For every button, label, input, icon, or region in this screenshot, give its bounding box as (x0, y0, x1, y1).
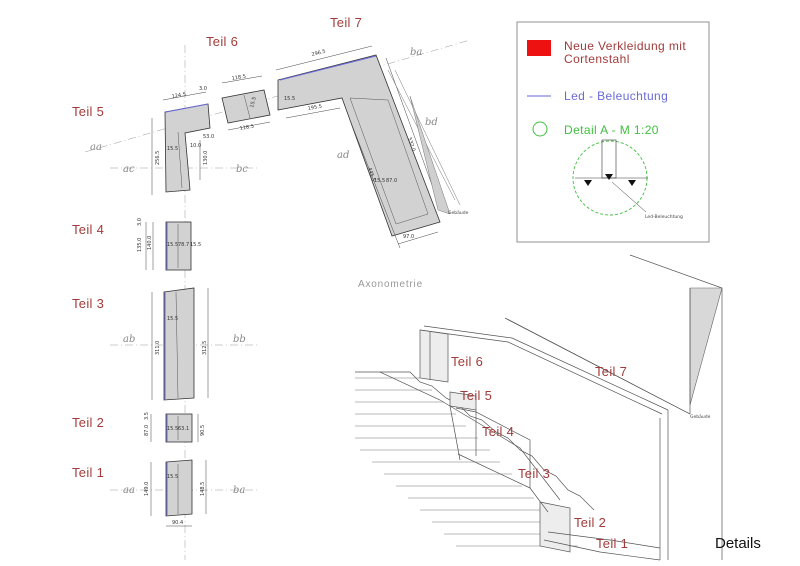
detail-label-led: Led-Beleuchtung (645, 214, 683, 220)
axo-label-teil4: Teil 4 (482, 424, 514, 439)
teil3-plan: 311.0 312.5 15.5 (151, 287, 209, 401)
axis-label: aa (123, 485, 135, 496)
dimension: 445.5 (366, 167, 376, 182)
label-gebaeude-axo: Gebäude (690, 414, 711, 420)
dimension: 10.0 (190, 143, 201, 149)
dimension: 87.0 (144, 425, 150, 436)
dimension: 118.5 (231, 74, 246, 82)
dimension: 53.0 (203, 134, 214, 140)
label-teil6: Teil 6 (206, 34, 238, 49)
axis-labels: aa ab ac ad ba bb bc bd aa ba (90, 47, 438, 496)
dimension: 148.5 (200, 482, 206, 496)
axis-label: ba (410, 47, 422, 58)
dimension: 149.0 (144, 482, 150, 496)
dimension: 15.5 (190, 242, 201, 248)
axis-label: ba (233, 485, 245, 496)
teil2-plan: 87.0 3.5 90.5 15.5 63.1 (144, 412, 206, 443)
teil6-plan: 118.5 118.5 15.5 (221, 74, 271, 132)
legend-cortenstahl-line2: Cortenstahl (564, 52, 630, 66)
dimension: 15.5 (167, 146, 178, 152)
dimension: 15.5 (374, 178, 385, 184)
label-gebaeude: Gebäude (448, 210, 469, 216)
dimension: 296.5 (311, 49, 326, 58)
dimension: 15.5 (167, 426, 178, 432)
axonometric-view: Axonometrie (355, 254, 723, 561)
axis-label: ac (123, 164, 135, 175)
dimension: 130.0 (203, 151, 209, 165)
dimension: 15.5 (249, 96, 258, 108)
axonometrie-title: Axonometrie (358, 279, 423, 290)
axis-label: aa (90, 142, 102, 153)
legend-detail: Detail A - M 1:20 (564, 123, 659, 137)
dimension: 15.5 (167, 474, 178, 480)
legend-cortenstahl-line1: Neue Verkleidung mit (564, 39, 686, 53)
dimension: 78.7 (178, 242, 189, 248)
axo-label-teil1: Teil 1 (596, 536, 628, 551)
dimension: 3.5 (144, 412, 150, 420)
dimension: 63.1 (178, 426, 189, 432)
label-teil7: Teil 7 (330, 15, 362, 30)
teil4-plan: 135.0 140.0 3.0 15.5 78.7 15.5 (137, 218, 201, 271)
axis-label: bd (425, 117, 438, 128)
axo-label-teil7: Teil 7 (595, 364, 627, 379)
legend-box: Neue Verkleidung mit Cortenstahl Led - B… (516, 21, 710, 243)
dimension: 256.5 (155, 151, 161, 165)
dimension: 15.5 (167, 316, 178, 322)
dimension: 118.5 (239, 124, 254, 132)
legend-led: Led - Beleuchtung (564, 89, 668, 103)
dimension: 97.0 (403, 234, 414, 240)
axo-label-teil5: Teil 5 (460, 388, 492, 403)
cortenstahl-swatch (527, 40, 551, 56)
dimension: 90.5 (200, 425, 206, 436)
axis-label: ad (337, 150, 349, 161)
axis-label: bc (236, 164, 248, 175)
dimension: 311.0 (155, 341, 161, 355)
dimension: 532.0 (406, 137, 416, 152)
axo-label-teil2: Teil 2 (574, 515, 606, 530)
detail-swatch (532, 121, 548, 137)
dimension: 135.0 (137, 238, 143, 252)
axis-label: bb (233, 334, 246, 345)
axo-label-teil6: Teil 6 (451, 354, 483, 369)
label-teil1: Teil 1 (72, 465, 104, 480)
label-teil3: Teil 3 (72, 296, 104, 311)
details-label: Details (715, 535, 761, 552)
dimension: 3.0 (199, 86, 207, 92)
dimension: 124.5 (171, 92, 186, 100)
axis-label: ab (123, 334, 135, 345)
label-teil5: Teil 5 (72, 104, 104, 119)
plan-part-labels: Teil 7 Teil 6 Teil 5 Teil 4 Teil 3 Teil … (72, 15, 362, 480)
dimension: 87.0 (386, 178, 397, 184)
label-teil4: Teil 4 (72, 222, 104, 237)
label-teil2: Teil 2 (72, 415, 104, 430)
axo-part-labels: Teil 6 Teil 5 Teil 4 Teil 3 Teil 7 Teil … (451, 354, 628, 551)
dimension: 195.5 (307, 104, 322, 112)
dimension: 15.5 (167, 242, 178, 248)
teil5-plan: 124.5 3.0 53.0 10.0 15.5 256.5 130.0 (151, 86, 214, 195)
dimension: 90.4 (172, 520, 183, 526)
dimension: 312.5 (202, 341, 208, 355)
teil7-plan: 296.5 195.5 532.0 445.5 97.0 87.0 15.5 1… (275, 45, 469, 249)
dimension: 15.5 (284, 96, 295, 102)
dimension: 140.0 (147, 236, 153, 250)
dimension: 3.0 (137, 218, 143, 226)
teil1-plan: 149.0 148.5 90.4 15.5 (144, 459, 207, 527)
axo-label-teil3: Teil 3 (518, 466, 550, 481)
axis-lines (84, 39, 471, 560)
